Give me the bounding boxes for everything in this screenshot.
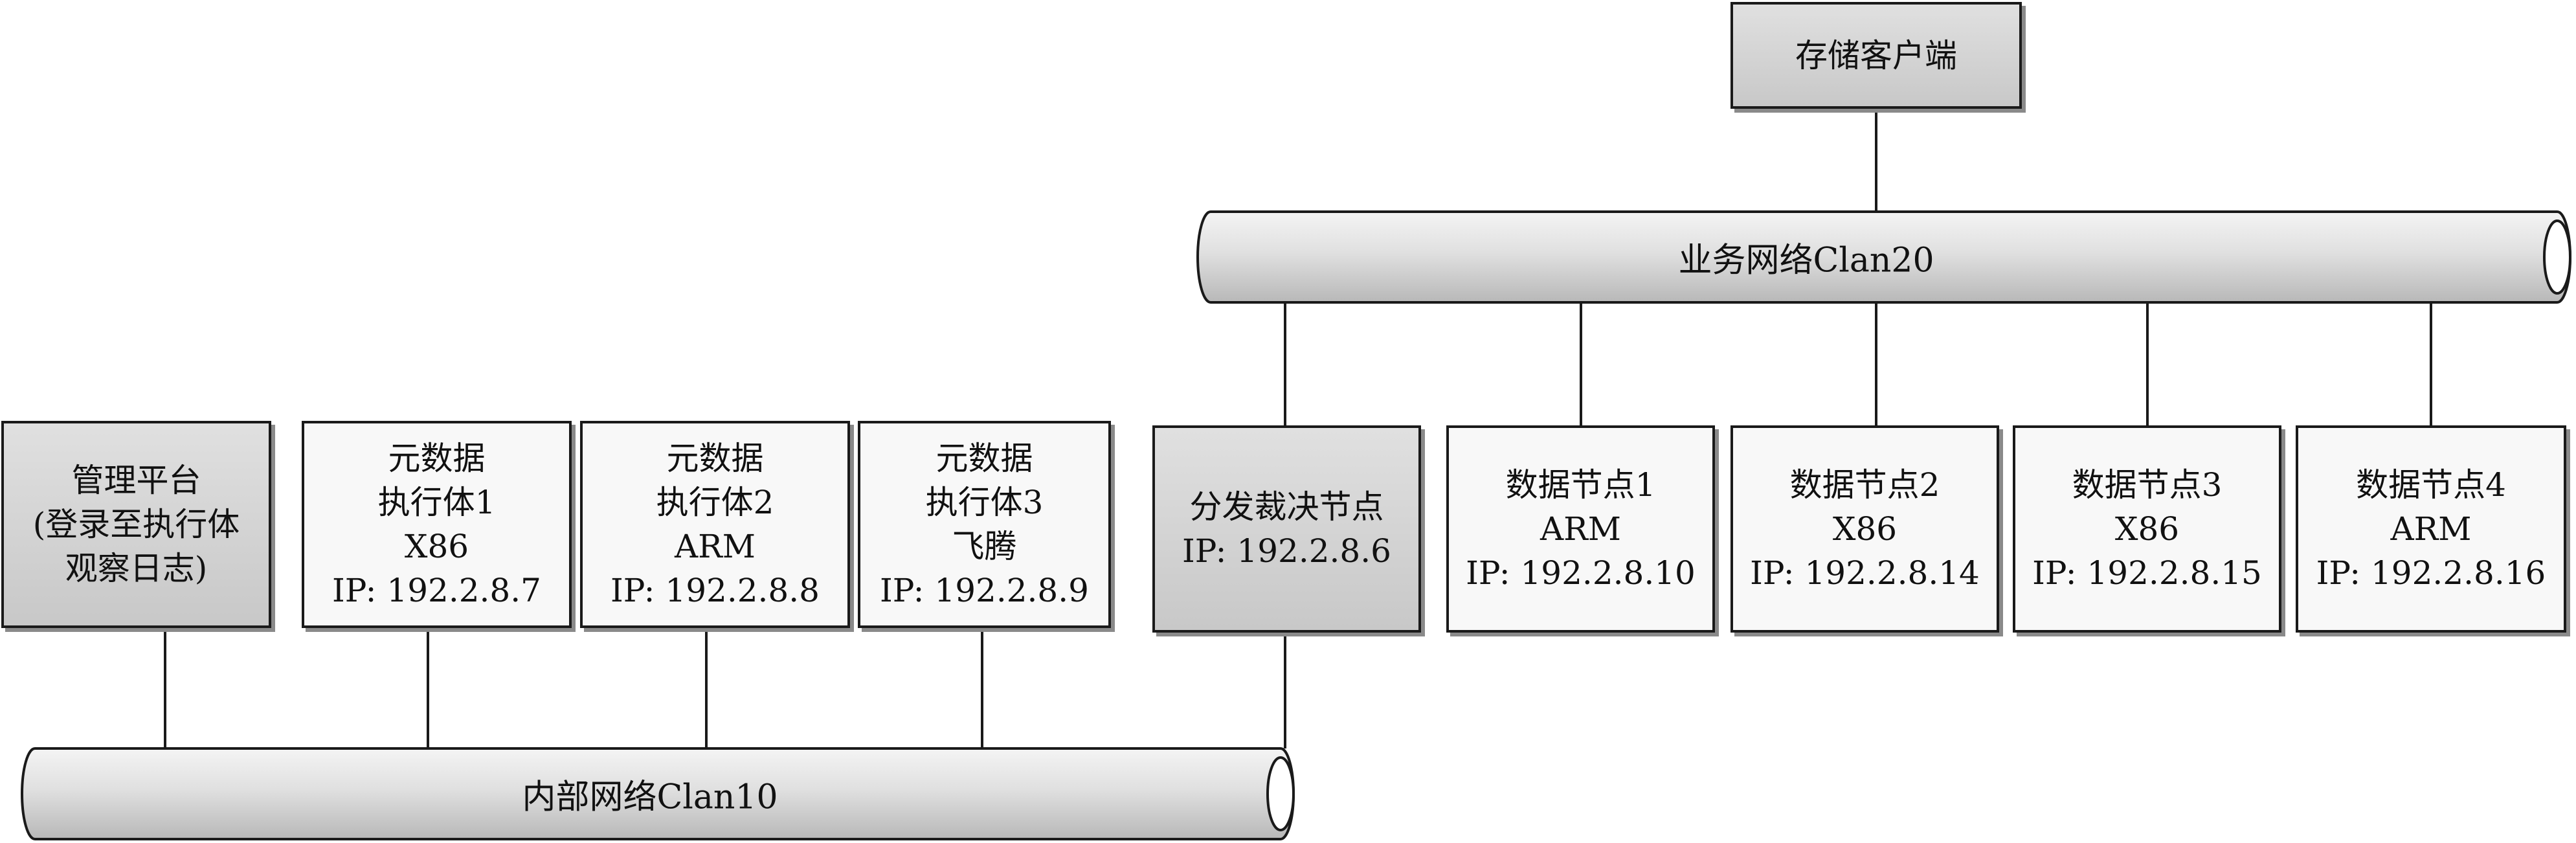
connectors: [164, 109, 2432, 748]
metadata-executor-2-node: 元数据 执行体2 ARM IP: 192.2.8.8: [580, 421, 850, 628]
node-label: 数据节点2: [1789, 466, 1940, 504]
metadata-executor-1-node: 元数据 执行体1 X86 IP: 192.2.8.7: [302, 421, 572, 628]
node-label: 元数据: [935, 440, 1033, 477]
node-label: 元数据: [666, 440, 764, 477]
data-node-4: 数据节点4 ARM IP: 192.2.8.16: [2296, 425, 2566, 633]
node-ip: IP: 192.2.8.15: [2032, 554, 2262, 592]
node-ip: IP: 192.2.8.8: [610, 572, 820, 609]
node-ip: IP: 192.2.8.16: [2316, 554, 2546, 592]
node-arch: X86: [2114, 510, 2180, 548]
node-label: 执行体1: [377, 484, 496, 521]
node-label: 执行体2: [656, 484, 774, 521]
node-arch: ARM: [1540, 510, 1621, 548]
node-ip: IP: 192.2.8.14: [1750, 554, 1980, 592]
node-label: 数据节点3: [2072, 466, 2223, 504]
node-ip: IP: 192.2.8.6: [1182, 532, 1391, 570]
node-label: 管理平台: [71, 462, 201, 499]
node-arch: ARM: [675, 528, 756, 565]
internal-network-label: 内部网络Clan10: [522, 778, 778, 817]
data-node-3: 数据节点3 X86 IP: 192.2.8.15: [2013, 425, 2281, 633]
node-label: 观察日志): [65, 550, 208, 587]
node-label: 执行体3: [925, 484, 1044, 521]
storage-client-node: 存储客户端: [1730, 2, 2022, 109]
node-ip: IP: 192.2.8.9: [880, 572, 1089, 609]
dispatch-arbitration-node: 分发裁决节点 IP: 192.2.8.6: [1152, 425, 1421, 633]
node-label: (登录至执行体: [32, 506, 240, 543]
node-label: 数据节点1: [1505, 466, 1656, 504]
business-network-label: 业务网络Clan20: [1678, 241, 1934, 280]
management-platform-node: 管理平台 (登录至执行体 观察日志): [1, 421, 271, 628]
node-label: 分发裁决节点: [1189, 488, 1384, 526]
node-label: 数据节点4: [2356, 466, 2506, 504]
node-label: 存储客户端: [1795, 36, 1957, 74]
data-node-1: 数据节点1 ARM IP: 192.2.8.10: [1446, 425, 1715, 633]
business-network-bus: [1196, 210, 2571, 304]
node-label: 元数据: [388, 440, 486, 477]
internal-network-bus: [21, 747, 1295, 840]
node-arch: X86: [1832, 510, 1898, 548]
node-arch: ARM: [2390, 510, 2472, 548]
node-ip: IP: 192.2.8.10: [1466, 554, 1696, 592]
data-node-2: 数据节点2 X86 IP: 192.2.8.14: [1730, 425, 1999, 633]
node-arch: 飞腾: [952, 528, 1017, 565]
metadata-executor-3-node: 元数据 执行体3 飞腾 IP: 192.2.8.9: [858, 421, 1111, 628]
node-ip: IP: 192.2.8.7: [332, 572, 541, 609]
node-arch: X86: [404, 528, 469, 565]
